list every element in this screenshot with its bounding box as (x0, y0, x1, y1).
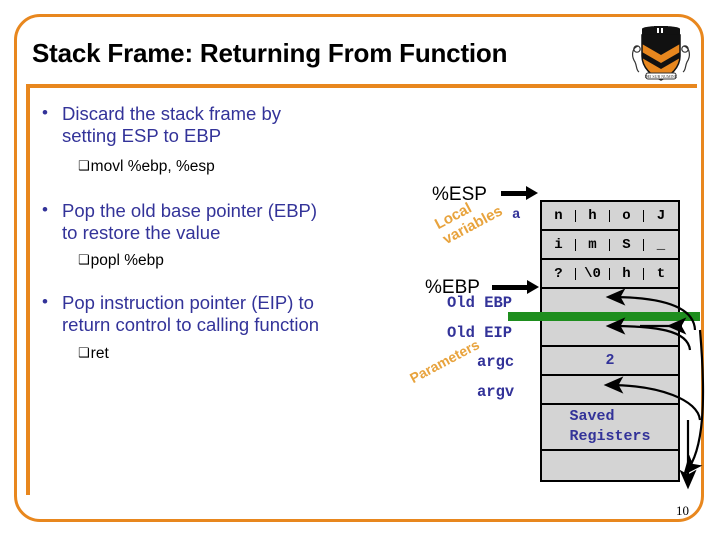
ebp-register-label: %EBP (425, 277, 480, 298)
svg-text:DEI SUB NUMINE: DEI SUB NUMINE (645, 74, 678, 79)
stack-row-old-eip (542, 318, 678, 347)
byte-cell: m (576, 238, 610, 252)
byte-cell: _ (656, 236, 666, 253)
byte-cell: i (542, 238, 576, 252)
stack-row: n h o J (542, 202, 678, 231)
stack-row-label-argc: argc (477, 353, 515, 371)
stack-row: i m S _ (542, 231, 678, 260)
bullet-item-2: Pop the old base pointer (EBP) to restor… (42, 199, 407, 244)
body-left-rule (26, 84, 30, 495)
title-divider (26, 84, 697, 88)
stack-row-argc: 2 (542, 347, 678, 376)
stack-row: ? \0 h t (542, 260, 678, 289)
byte-cell: J (656, 207, 666, 224)
sub-bullet-item-1: ❑movl %ebp, %esp (78, 158, 215, 177)
byte-cell: o (610, 209, 644, 223)
sub-bullet-text-3: ret (90, 345, 109, 362)
square-bullet-icon: ❑ (78, 346, 90, 361)
page-number: 10 (676, 503, 689, 518)
highlight-bar (508, 312, 700, 321)
esp-register-label: %ESP (432, 184, 487, 205)
byte-group: ? \0 h t (542, 260, 678, 287)
byte-cell: h (610, 267, 644, 281)
square-bullet-icon: ❑ (78, 159, 90, 174)
page-title: Stack Frame: Returning From Function (32, 38, 508, 68)
stack-row-saved-registers: Saved Registers (542, 405, 678, 451)
stack-row-argv (542, 376, 678, 405)
stack-row-empty (542, 451, 678, 480)
byte-cell: t (656, 265, 666, 282)
sub-bullet-item-2: ❑popl %ebp (78, 252, 164, 271)
byte-cell: S (610, 238, 644, 252)
princeton-shield-logo: DEI SUB NUMINE (632, 26, 690, 81)
stack-row-label-old-eip: Old EIP (447, 324, 513, 342)
ebp-pointer-arrow (492, 280, 539, 294)
byte-group: i m S _ (542, 231, 678, 258)
byte-cell: h (576, 209, 610, 223)
sub-bullet-text-2: popl %ebp (90, 252, 164, 269)
bullet-item-1: Discard the stack frame by setting ESP t… (42, 102, 392, 147)
sub-bullet-item-3: ❑ret (78, 345, 109, 364)
square-bullet-icon: ❑ (78, 253, 90, 268)
byte-cell: \0 (576, 267, 610, 281)
byte-cell: n (542, 209, 576, 223)
stack-row-label-a: a (512, 207, 521, 223)
sub-bullet-text-1: movl %ebp, %esp (90, 158, 215, 175)
esp-pointer-arrow (501, 186, 538, 200)
stack-row-label-old-ebp: Old EBP (447, 294, 513, 312)
stack-memory-table: n h o J i m S _ ? \0 h t 2 Saved Registe… (540, 200, 680, 482)
byte-cell: ? (542, 267, 576, 281)
stack-row-label-argv: argv (477, 383, 515, 401)
byte-group: n h o J (542, 202, 678, 229)
bullet-item-3: Pop instruction pointer (EIP) to return … (42, 291, 407, 336)
